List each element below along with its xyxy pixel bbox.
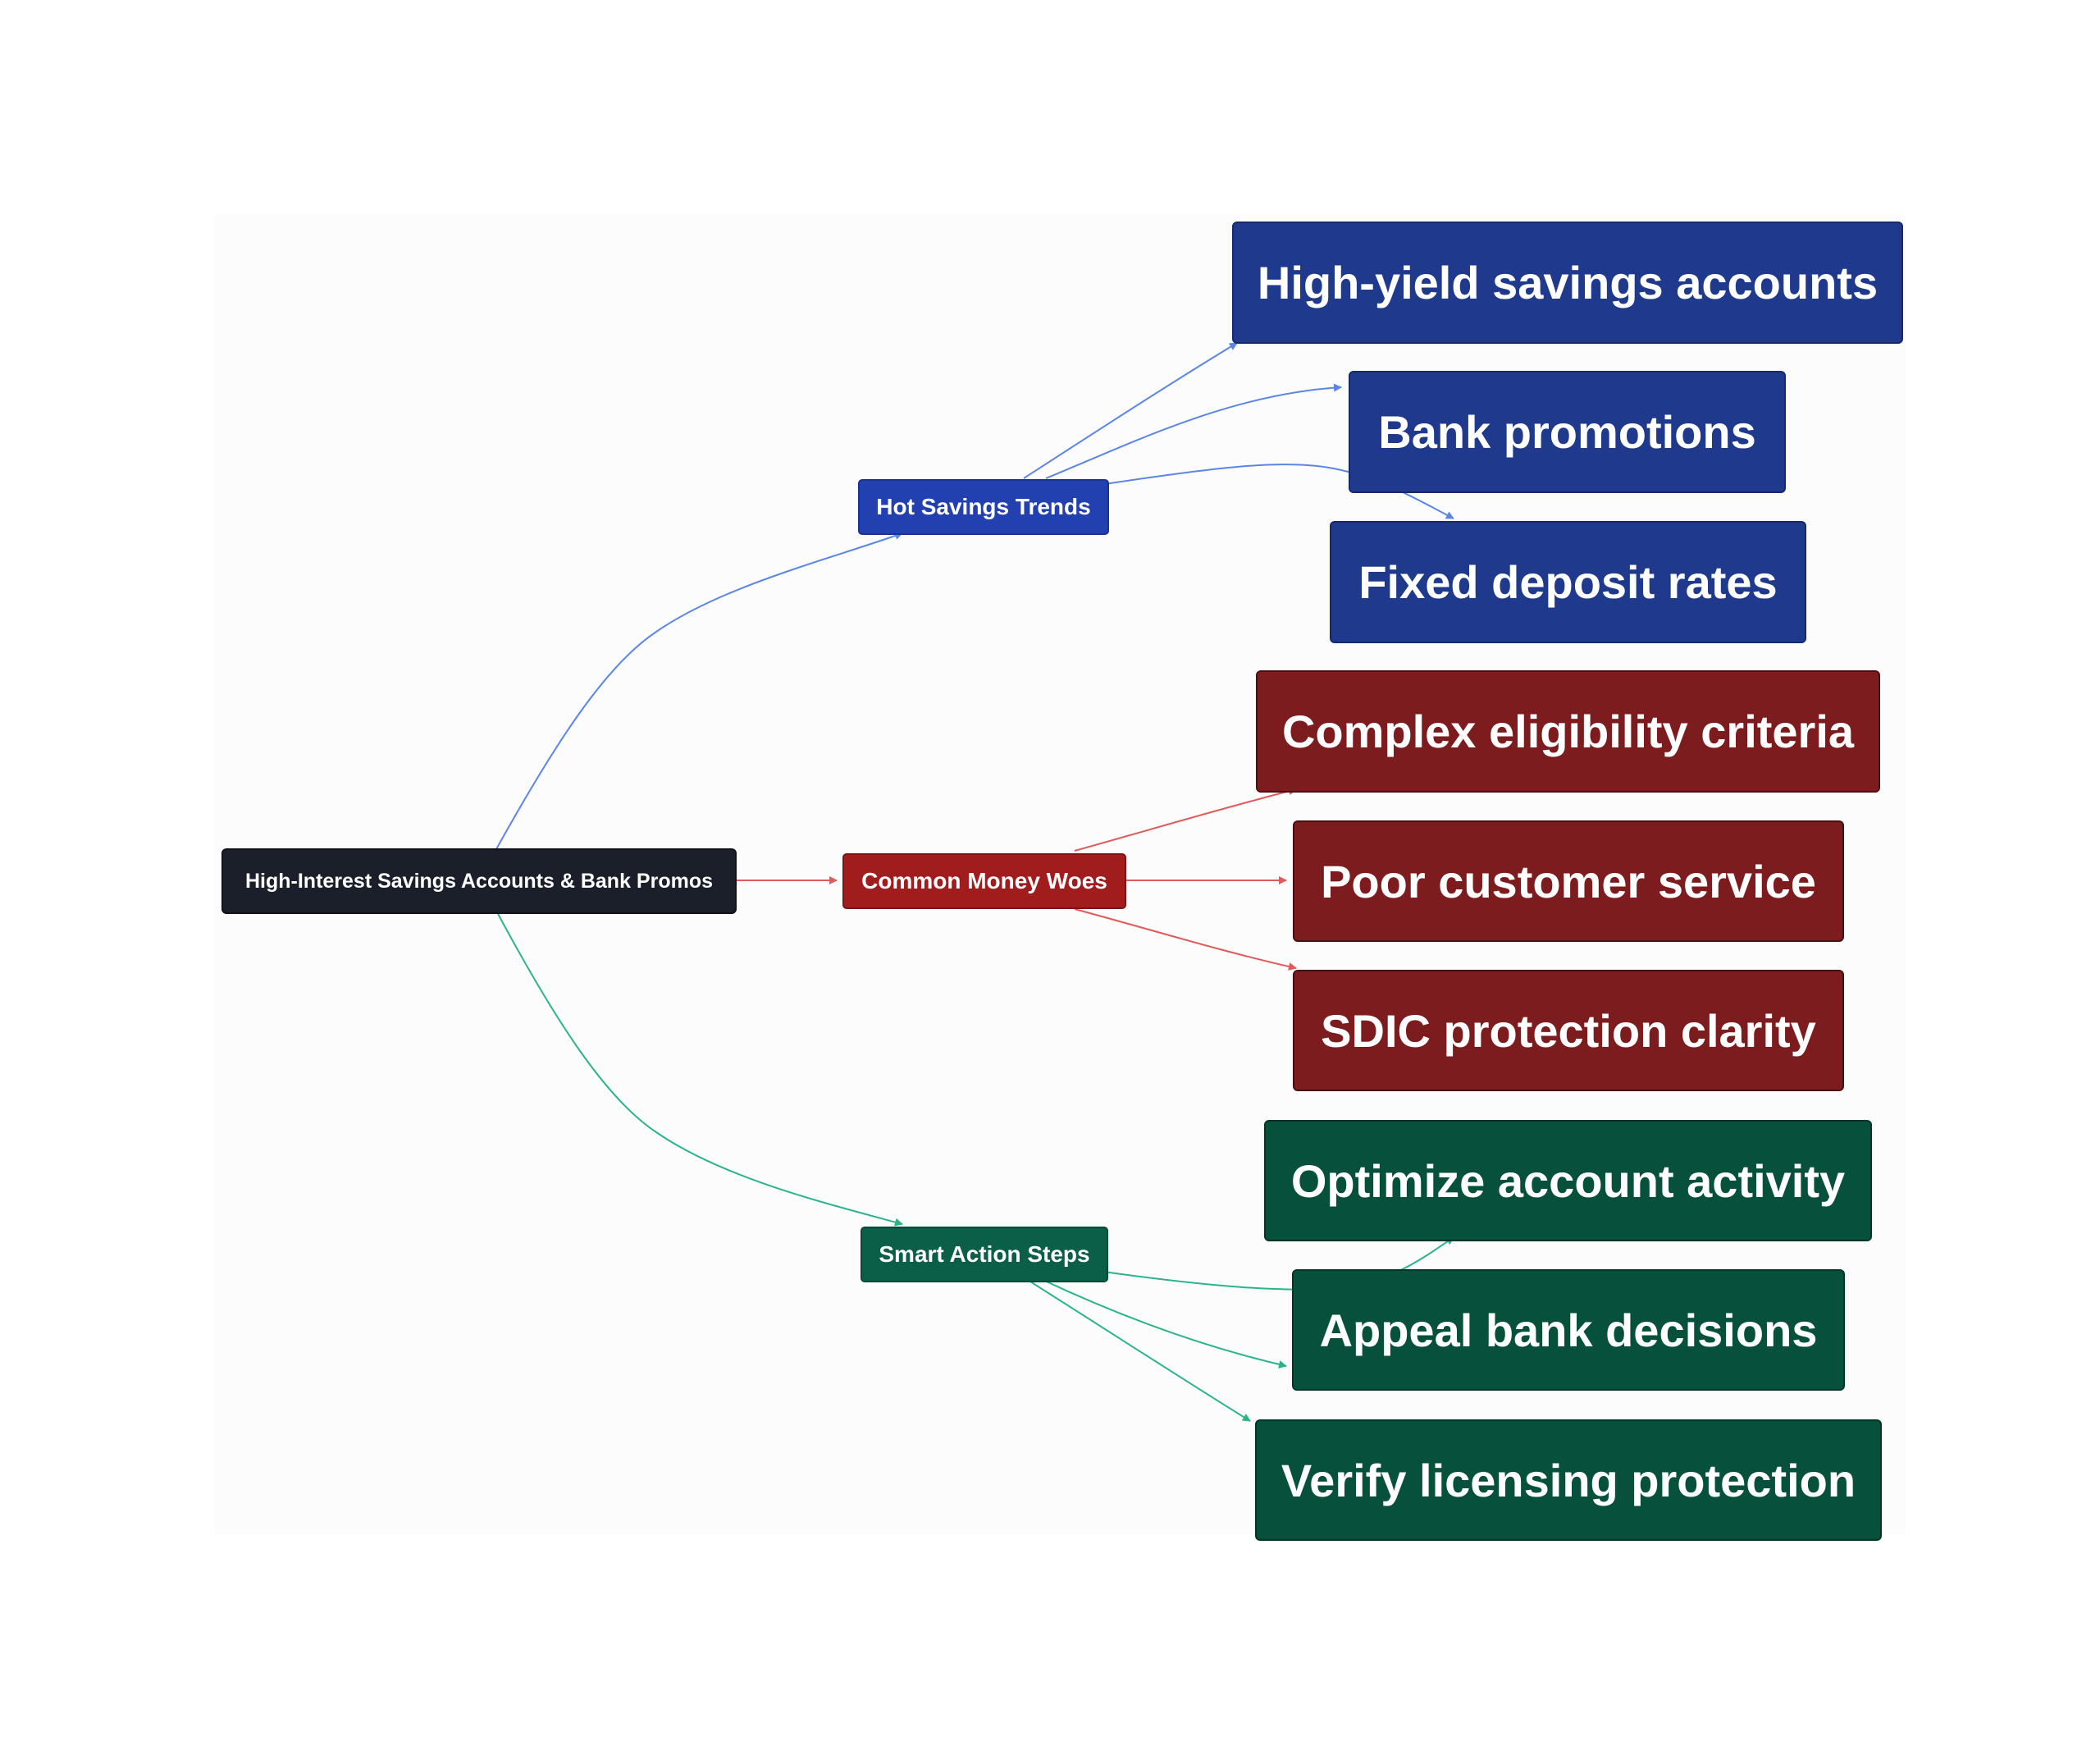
leaf-node-label: Complex eligibility criteria — [1281, 706, 1855, 757]
branch-node-label: Common Money Woes — [861, 868, 1107, 893]
leaf-node-sdic-protection-clarity[interactable]: SDIC protection clarity — [1293, 970, 1844, 1091]
leaf-node-label: Appeal bank decisions — [1319, 1304, 1818, 1356]
leaf-node-label: Verify licensing protection — [1281, 1454, 1856, 1506]
edge-actions-to-leaf-2 — [1037, 1277, 1287, 1369]
leaf-node-bank-promotions[interactable]: Bank promotions — [1349, 371, 1786, 493]
edge-woes-to-leaf-1 — [1074, 787, 1297, 852]
leaf-node-label: SDIC protection clarity — [1321, 1004, 1816, 1057]
leaf-node-verify-licensing-protection[interactable]: Verify licensing protection — [1255, 1419, 1882, 1541]
leaf-node-label: Optimize account activity — [1290, 1154, 1846, 1207]
leaf-node-high-yield-savings-accounts[interactable]: High-yield savings accounts — [1232, 222, 1903, 344]
edge-trends-to-leaf-1 — [1023, 342, 1238, 479]
branch-node-hot-savings-trends[interactable]: Hot Savings Trends — [858, 479, 1109, 535]
leaf-node-label: Bank promotions — [1378, 406, 1756, 458]
leaf-node-complex-eligibility-criteria[interactable]: Complex eligibility criteria — [1256, 670, 1880, 793]
branch-node-label: Hot Savings Trends — [876, 494, 1091, 519]
edge-actions-to-leaf-3 — [1023, 1277, 1251, 1422]
leaf-node-label: Poor customer service — [1321, 855, 1816, 907]
edge-woes-to-leaf-3 — [1074, 908, 1297, 971]
branch-node-label: Smart Action Steps — [879, 1241, 1090, 1267]
leaf-node-optimize-account-activity[interactable]: Optimize account activity — [1264, 1120, 1872, 1241]
leaf-node-fixed-deposit-rates[interactable]: Fixed deposit rates — [1330, 521, 1806, 643]
branch-node-smart-action-steps[interactable]: Smart Action Steps — [861, 1227, 1108, 1282]
edge-trends-to-leaf-3 — [1104, 464, 1454, 519]
leaf-node-appeal-bank-decisions[interactable]: Appeal bank decisions — [1292, 1269, 1845, 1391]
leaf-node-poor-customer-service[interactable]: Poor customer service — [1293, 820, 1844, 942]
edge-root-to-actions — [495, 910, 903, 1227]
leaf-node-label: Fixed deposit rates — [1358, 556, 1778, 608]
edge-root-to-trends — [495, 532, 903, 850]
root-node-label: High-Interest Savings Accounts & Bank Pr… — [244, 869, 714, 893]
root-node[interactable]: High-Interest Savings Accounts & Bank Pr… — [221, 848, 737, 914]
branch-node-common-money-woes[interactable]: Common Money Woes — [842, 853, 1126, 909]
edge-trends-to-leaf-2 — [1045, 383, 1342, 479]
leaf-node-label: High-yield savings accounts — [1257, 257, 1879, 308]
